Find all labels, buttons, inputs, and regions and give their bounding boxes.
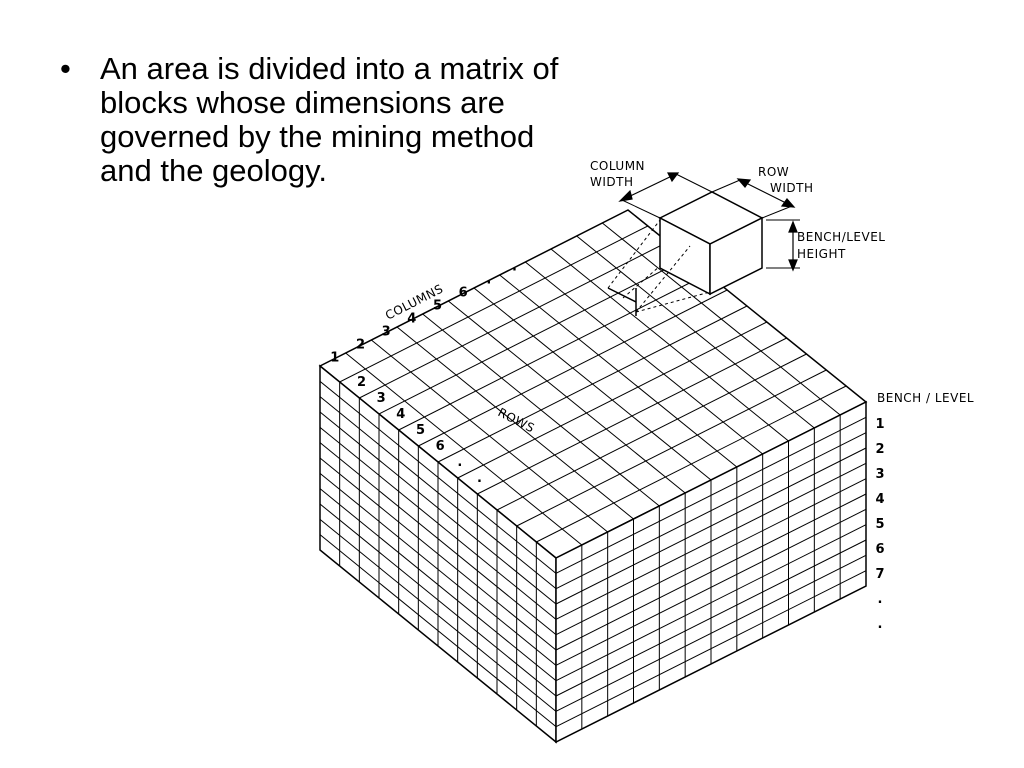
row-number: . xyxy=(457,455,462,470)
left-grid-line xyxy=(319,442,557,636)
left-grid-line xyxy=(319,518,557,712)
left-grid-line xyxy=(319,380,557,574)
column-number: 5 xyxy=(433,299,442,314)
right-grid-line xyxy=(555,462,867,620)
bench-number: . xyxy=(878,592,883,607)
bullet-line: blocks whose dimensions are xyxy=(100,85,505,120)
left-grid-line xyxy=(319,411,557,605)
column-number: 1 xyxy=(330,351,339,366)
right-grid-line xyxy=(555,432,867,590)
bench-number: 3 xyxy=(875,467,884,482)
right-grid-line xyxy=(555,539,867,697)
bullet-marker: • xyxy=(60,51,71,86)
row-number: 6 xyxy=(436,439,445,454)
row-number: . xyxy=(477,471,482,486)
bench-number: 7 xyxy=(875,567,884,582)
bullet-text: An area is divided into a matrix of bloc… xyxy=(100,52,600,188)
dimension-arrows xyxy=(618,172,800,272)
top-grid-line xyxy=(359,241,668,399)
right-grid-line xyxy=(555,447,867,605)
left-grid-line xyxy=(319,426,557,620)
right-grid-line xyxy=(555,508,867,666)
bench-height-label: BENCH/LEVEL xyxy=(797,230,885,244)
column-number: 3 xyxy=(382,325,391,340)
left-grid-line xyxy=(319,503,557,697)
top-grid-line xyxy=(536,385,847,543)
top-grid-line xyxy=(516,369,827,527)
right-grid-line xyxy=(555,478,867,636)
block-grid xyxy=(318,209,868,744)
top-grid-line xyxy=(378,257,688,415)
row-number: 4 xyxy=(396,407,405,422)
bench-number: 1 xyxy=(875,417,884,432)
bench-number: 4 xyxy=(875,492,884,507)
bullet-line: governed by the mining method xyxy=(100,119,535,154)
column-number: 2 xyxy=(356,338,365,353)
bullet-line: An area is divided into a matrix of xyxy=(100,51,559,86)
bench-number: . xyxy=(878,617,883,632)
highlighted-block xyxy=(607,287,637,316)
right-grid-line xyxy=(555,570,867,728)
top-grid-line xyxy=(418,289,728,447)
top-grid-line xyxy=(496,353,807,511)
right-grid-line xyxy=(555,493,867,651)
left-grid-line xyxy=(319,396,557,590)
projection-lines xyxy=(607,219,711,313)
row-width-label: WIDTH xyxy=(770,181,814,195)
column-numbers: 1 2 3 4 5 6.. xyxy=(330,260,517,366)
single-block xyxy=(658,191,764,296)
column-number: . xyxy=(512,260,517,275)
row-width-label: ROW xyxy=(758,165,789,179)
top-grid-line xyxy=(437,305,748,463)
right-grid-line xyxy=(555,524,867,682)
left-grid-line xyxy=(319,472,557,666)
bench-number: 2 xyxy=(875,442,884,457)
bullet-point: • An area is divided into a matrix of bl… xyxy=(60,52,600,188)
top-grid-line xyxy=(398,273,708,431)
bench-level-label: BENCH / LEVEL xyxy=(877,391,974,405)
row-number: 3 xyxy=(377,391,386,406)
column-number: . xyxy=(486,273,491,288)
top-grid-line xyxy=(457,321,768,479)
right-grid-line xyxy=(555,554,867,712)
left-grid-line xyxy=(319,457,557,651)
block-right-face xyxy=(709,216,763,296)
top-grid-line xyxy=(477,337,787,495)
right-grid-line xyxy=(555,416,867,574)
column-number: 6 xyxy=(459,286,468,301)
column-width-label: WIDTH xyxy=(590,175,634,189)
bullet-line: and the geology. xyxy=(100,153,327,188)
left-grid-line xyxy=(319,534,557,728)
row-number: 2 xyxy=(357,375,366,390)
column-number: 4 xyxy=(407,312,416,327)
bench-numbers: 1 2 3 4 5 6 7.. xyxy=(875,417,884,632)
bench-height-label: HEIGHT xyxy=(797,247,846,261)
left-grid-line xyxy=(319,488,557,682)
top-grid-line xyxy=(339,225,649,383)
bench-number: 5 xyxy=(875,517,884,532)
row-number: 5 xyxy=(416,423,425,438)
bench-number: 6 xyxy=(875,542,884,557)
column-width-label: COLUMN xyxy=(590,159,645,173)
